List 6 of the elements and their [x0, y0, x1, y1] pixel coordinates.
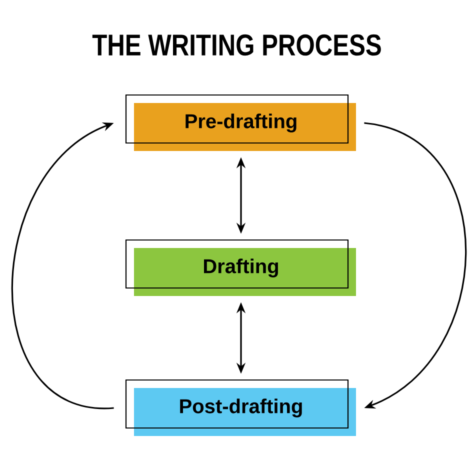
process-box: Post-drafting [125, 379, 356, 436]
title: THE WRITING PROCESS [92, 34, 381, 56]
process-box: Drafting [125, 239, 356, 296]
arrow [364, 122, 467, 409]
arrow [11, 122, 114, 409]
process-box: Pre-drafting [125, 94, 356, 151]
